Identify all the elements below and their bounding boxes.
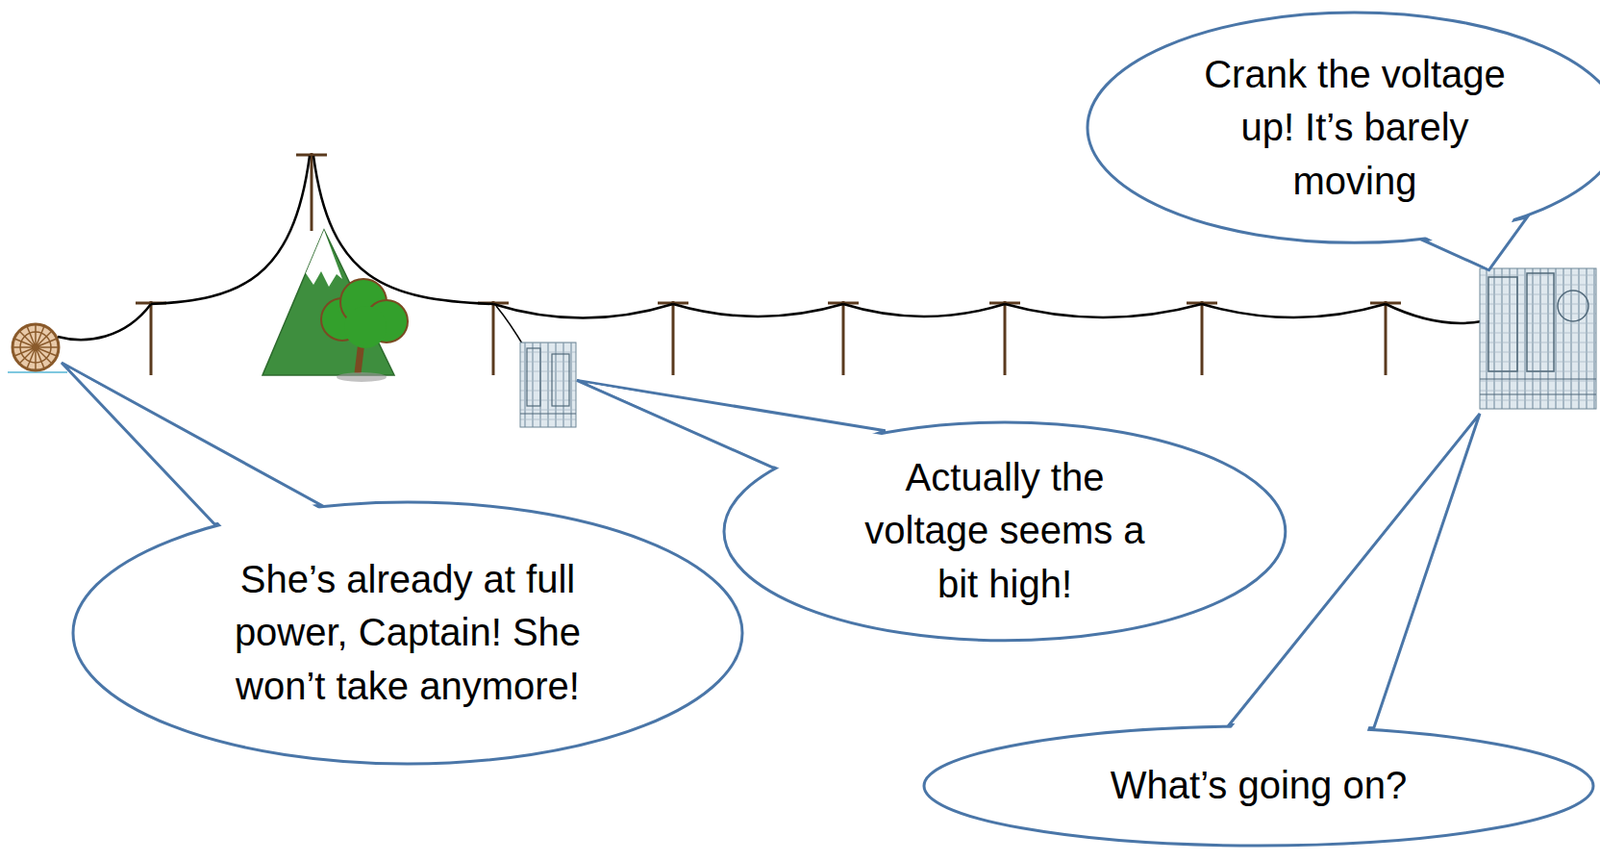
bubble-text: She’s already at full power, Captain! Sh… [200, 552, 615, 713]
bubble-ellipse [1087, 12, 1600, 243]
bubble-seam [586, 382, 893, 472]
speech-bubble: What’s going on? [922, 724, 1596, 848]
bubble-ellipse [924, 725, 1594, 846]
speech-bubble: She’s already at full power, Captain! Sh… [71, 500, 745, 766]
speech-bubble: Crank the voltage up! It’s barely moving [1085, 10, 1600, 245]
mountain [262, 229, 395, 375]
bubble-text: Crank the voltage up! It’s barely moving [1196, 48, 1514, 208]
bubble-seam [1420, 212, 1518, 270]
bubble-text: What’s going on? [1056, 758, 1461, 812]
water-wheel [12, 324, 59, 371]
tree [321, 278, 408, 382]
substation-factory [520, 342, 576, 427]
bubble-ellipse [73, 501, 743, 764]
bubble-text: Actually the voltage seems a bit high! [850, 450, 1159, 611]
bubble-seam [70, 368, 326, 530]
bubble-seam [1230, 425, 1473, 731]
power-plant [1479, 268, 1597, 409]
speech-bubble: Actually the voltage seems a bit high! [722, 420, 1288, 643]
